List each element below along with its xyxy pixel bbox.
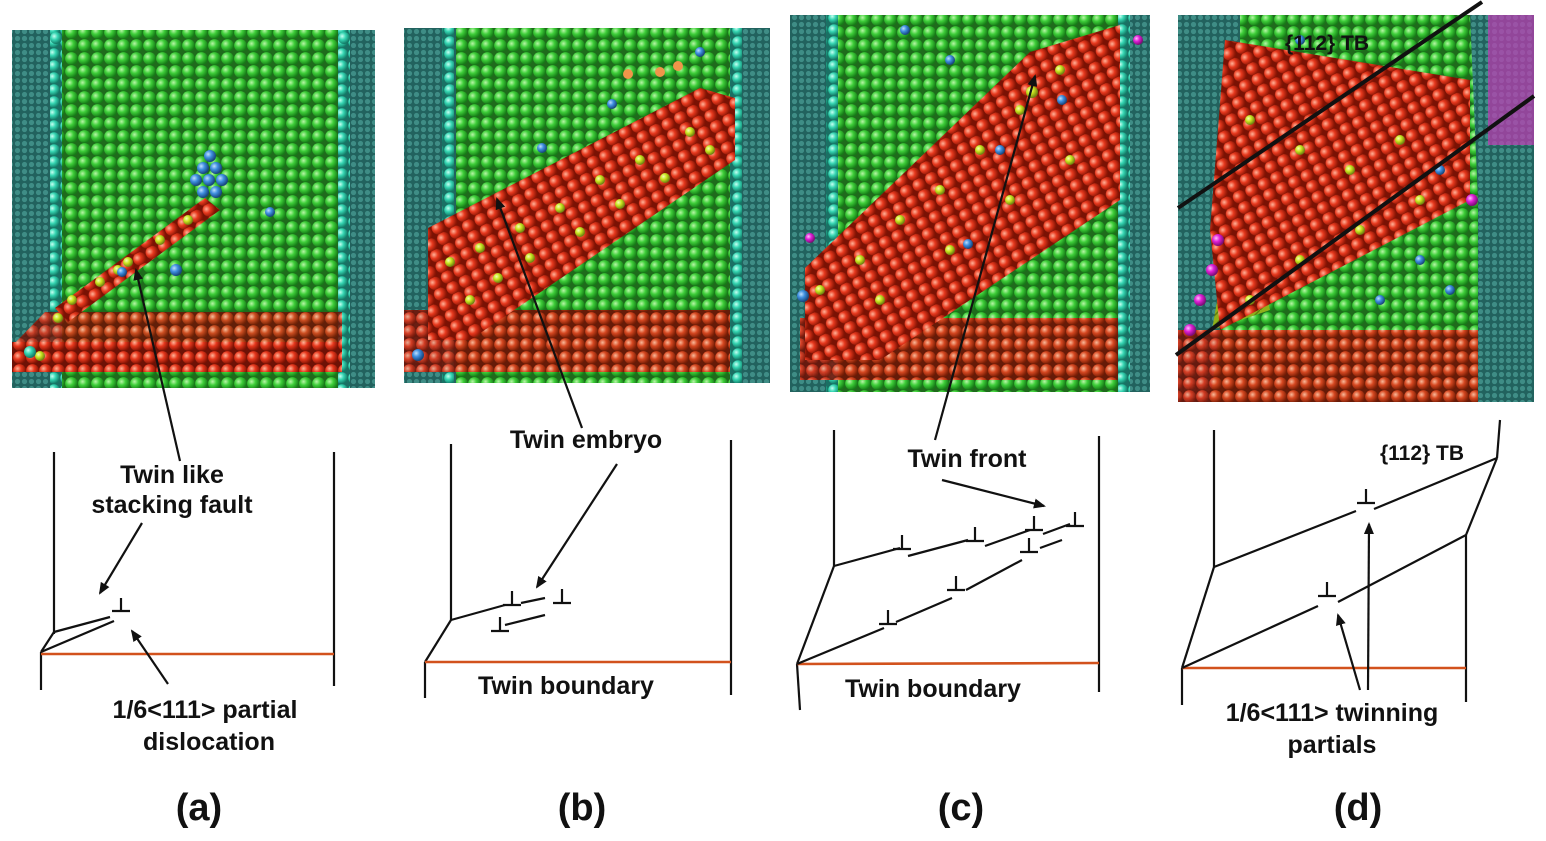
panel-b-partial-dislocation-2 bbox=[553, 589, 571, 605]
panel-c-letter: (c) bbox=[938, 787, 984, 829]
panel-d-arrow-lower bbox=[1336, 613, 1362, 691]
panel-c-partial-dislocation-5 bbox=[1020, 538, 1038, 554]
panel-b-arrow-schematic bbox=[535, 463, 618, 589]
panel-a-label-dislocation: dislocation bbox=[143, 728, 275, 756]
panel-a-schematic: Twin like stacking fault 1/6<111> partia… bbox=[39, 268, 336, 756]
panel-d-arrow-upper bbox=[1363, 522, 1374, 691]
panel-d-partial-dislocation-upper bbox=[1357, 489, 1375, 505]
panel-a-label-partial: 1/6<111> partial bbox=[113, 696, 298, 724]
panel-c-schematic: Twin front Twin boundary bbox=[795, 74, 1101, 711]
panel-a-label-stacking-fault: stacking fault bbox=[91, 491, 253, 519]
panel-a-arrow-image bbox=[133, 268, 182, 462]
panel-a-partial-dislocation bbox=[112, 598, 130, 613]
panel-b-arrow-image bbox=[495, 197, 584, 429]
panel-a-letter: (a) bbox=[176, 787, 222, 829]
panel-d-schematic: {112} TB 1/6<111> twinning partials bbox=[1180, 419, 1502, 759]
panel-d-tb-line-lower bbox=[1174, 94, 1536, 357]
panel-b-label-twin-boundary: Twin boundary bbox=[478, 672, 654, 700]
panel-b-label-twin-embryo: Twin embryo bbox=[510, 426, 662, 454]
panel-b-simulation bbox=[404, 28, 770, 383]
panel-b-schematic: Twin embryo Twin boundary bbox=[423, 197, 733, 700]
panel-d-label-twinning: 1/6<111> twinning bbox=[1226, 699, 1439, 727]
panel-b-partial-dislocation-3 bbox=[491, 617, 509, 633]
panel-a-arrow-fault bbox=[98, 522, 143, 595]
panel-d-image-tb-label: {112} TB bbox=[1285, 32, 1369, 55]
panel-b-partial-dislocation-1 bbox=[503, 591, 521, 607]
panel-d-tb-line-upper bbox=[1176, 0, 1484, 210]
panel-c-partial-dislocation-1 bbox=[893, 535, 911, 551]
panel-c-twin-boundary-line bbox=[796, 661, 1100, 666]
panel-a-label-twin-like: Twin like bbox=[120, 461, 224, 489]
panel-c-partial-dislocation-4 bbox=[1066, 512, 1084, 528]
panel-c-label-twin-boundary: Twin boundary bbox=[845, 675, 1021, 703]
panel-c-partial-dislocation-6 bbox=[947, 576, 965, 592]
panel-d-partial-dislocation-lower bbox=[1318, 582, 1336, 598]
panel-d-label-partials: partials bbox=[1288, 731, 1377, 759]
panel-c-partial-dislocation-7 bbox=[879, 610, 897, 626]
panel-c-partial-dislocation-3 bbox=[1025, 516, 1043, 532]
panel-d-letter: (d) bbox=[1334, 787, 1383, 829]
panel-b-letter: (b) bbox=[558, 787, 607, 829]
panel-a-simulation bbox=[12, 30, 375, 388]
panel-c-partial-dislocation-2 bbox=[966, 527, 984, 543]
panel-c-simulation bbox=[790, 15, 1150, 392]
panel-c-arrow-image bbox=[933, 74, 1038, 441]
panel-c-arrow-schematic bbox=[941, 478, 1046, 509]
panel-c-label-twin-front: Twin front bbox=[908, 445, 1028, 473]
panel-d-label-tb: {112} TB bbox=[1380, 442, 1464, 465]
panel-d-simulation: {112} TB bbox=[1174, 0, 1536, 402]
panel-a-arrow-partial bbox=[130, 629, 169, 685]
